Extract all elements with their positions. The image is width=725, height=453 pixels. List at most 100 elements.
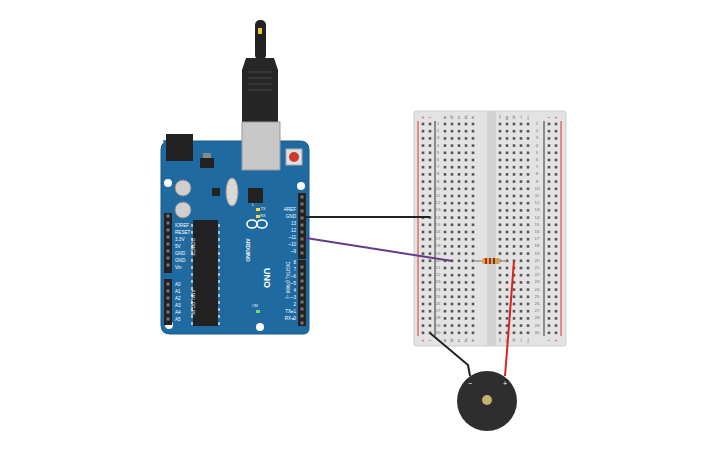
chip-pin (191, 315, 193, 318)
breadboard-hole (499, 281, 502, 284)
breadboard-hole (472, 216, 475, 219)
breadboard-hole (429, 202, 432, 205)
column-letter: g (506, 338, 509, 343)
breadboard-hole (527, 216, 530, 219)
breadboard-hole (444, 317, 447, 320)
breadboard-hole (444, 324, 447, 327)
breadboard-hole (513, 332, 516, 335)
breadboard-hole (451, 288, 454, 291)
breadboard-hole (429, 267, 432, 270)
pin-label: A2 (175, 297, 181, 302)
row-number: 18 (535, 244, 540, 248)
breadboard-hole (451, 166, 454, 169)
breadboard-hole (444, 123, 447, 126)
breadboard-hole (506, 173, 509, 176)
breadboard-hole (458, 195, 461, 198)
breadboard-hole (444, 281, 447, 284)
breadboard-hole (472, 332, 475, 335)
breadboard-hole (513, 245, 516, 248)
breadboard-hole (472, 130, 475, 133)
breadboard-hole (472, 195, 475, 198)
breadboard-hole (527, 245, 530, 248)
breadboard-hole (429, 180, 432, 183)
breadboard-hole (422, 281, 425, 284)
breadboard-hole (472, 137, 475, 140)
breadboard-hole (429, 274, 432, 277)
breadboard-hole (465, 267, 468, 270)
breadboard-hole (548, 267, 551, 270)
breadboard-hole (451, 245, 454, 248)
rail-sign: + (555, 115, 558, 120)
voltage-regulator (200, 158, 214, 168)
breadboard-hole (458, 166, 461, 169)
row-number: 18 (436, 244, 441, 248)
breadboard-hole (555, 173, 558, 176)
breadboard-hole (429, 296, 432, 299)
header-pin (167, 283, 170, 286)
breadboard-hole (499, 332, 502, 335)
header-pin (301, 273, 304, 276)
breadboard-hole (527, 209, 530, 212)
chip-pin (218, 224, 220, 227)
header-pin (301, 224, 304, 227)
row-number: 4 (536, 143, 538, 147)
breadboard-hole (555, 195, 558, 198)
header-pin (301, 280, 304, 283)
row-number: 16 (436, 230, 441, 234)
breadboard-hole (499, 231, 502, 234)
breadboard-hole (444, 188, 447, 191)
header-pin (167, 243, 170, 246)
breadboard-hole (555, 310, 558, 313)
breadboard-hole (458, 296, 461, 299)
breadboard-hole (527, 296, 530, 299)
breadboard-hole (513, 130, 516, 133)
pin-label: A3 (175, 304, 181, 309)
usb-plug (242, 58, 278, 124)
breadboard-hole (520, 144, 523, 147)
breadboard-hole (513, 224, 516, 227)
header-pins (167, 196, 304, 325)
breadboard-hole (444, 166, 447, 169)
row-number: 19 (535, 251, 540, 255)
breadboard-hole (444, 195, 447, 198)
breadboard-hole (527, 195, 530, 198)
breadboard-hole (451, 130, 454, 133)
column-letter: d (465, 338, 468, 343)
breadboard-hole (451, 238, 454, 241)
breadboard-hole (465, 123, 468, 126)
breadboard-hole (429, 324, 432, 327)
row-number: 3 (536, 136, 538, 140)
breadboard-hole (422, 260, 425, 263)
buzzer-terminal-label: + (503, 380, 507, 387)
breadboard-hole (458, 238, 461, 241)
breadboard-hole (520, 123, 523, 126)
breadboard-hole (422, 324, 425, 327)
column-letter: b (451, 338, 454, 343)
breadboard-hole (429, 317, 432, 320)
breadboard-hole (548, 188, 551, 191)
breadboard-hole (499, 166, 502, 169)
column-letter: c (458, 338, 461, 343)
breadboard-hole (422, 159, 425, 162)
pin-label: GND (286, 215, 296, 220)
breadboard-hole (499, 224, 502, 227)
breadboard-hole (520, 324, 523, 327)
breadboard-hole (506, 238, 509, 241)
grip-line (248, 84, 272, 85)
breadboard-hole (458, 324, 461, 327)
breadboard-hole (520, 130, 523, 133)
breadboard-hole (513, 317, 516, 320)
pin-label: 12 (291, 229, 296, 234)
breadboard-hole (520, 332, 523, 335)
breadboard-hole (422, 152, 425, 155)
column-letter: a (444, 115, 447, 120)
breadboard-hole (548, 180, 551, 183)
buzzer-center (482, 395, 492, 405)
breadboard-hole (451, 231, 454, 234)
rail-line-positive (418, 121, 419, 336)
breadboard-hole (499, 252, 502, 255)
rail-sign: − (548, 338, 551, 343)
breadboard-hole (472, 245, 475, 248)
pin-label: ~9 (291, 250, 296, 255)
breadboard-hole (520, 245, 523, 248)
